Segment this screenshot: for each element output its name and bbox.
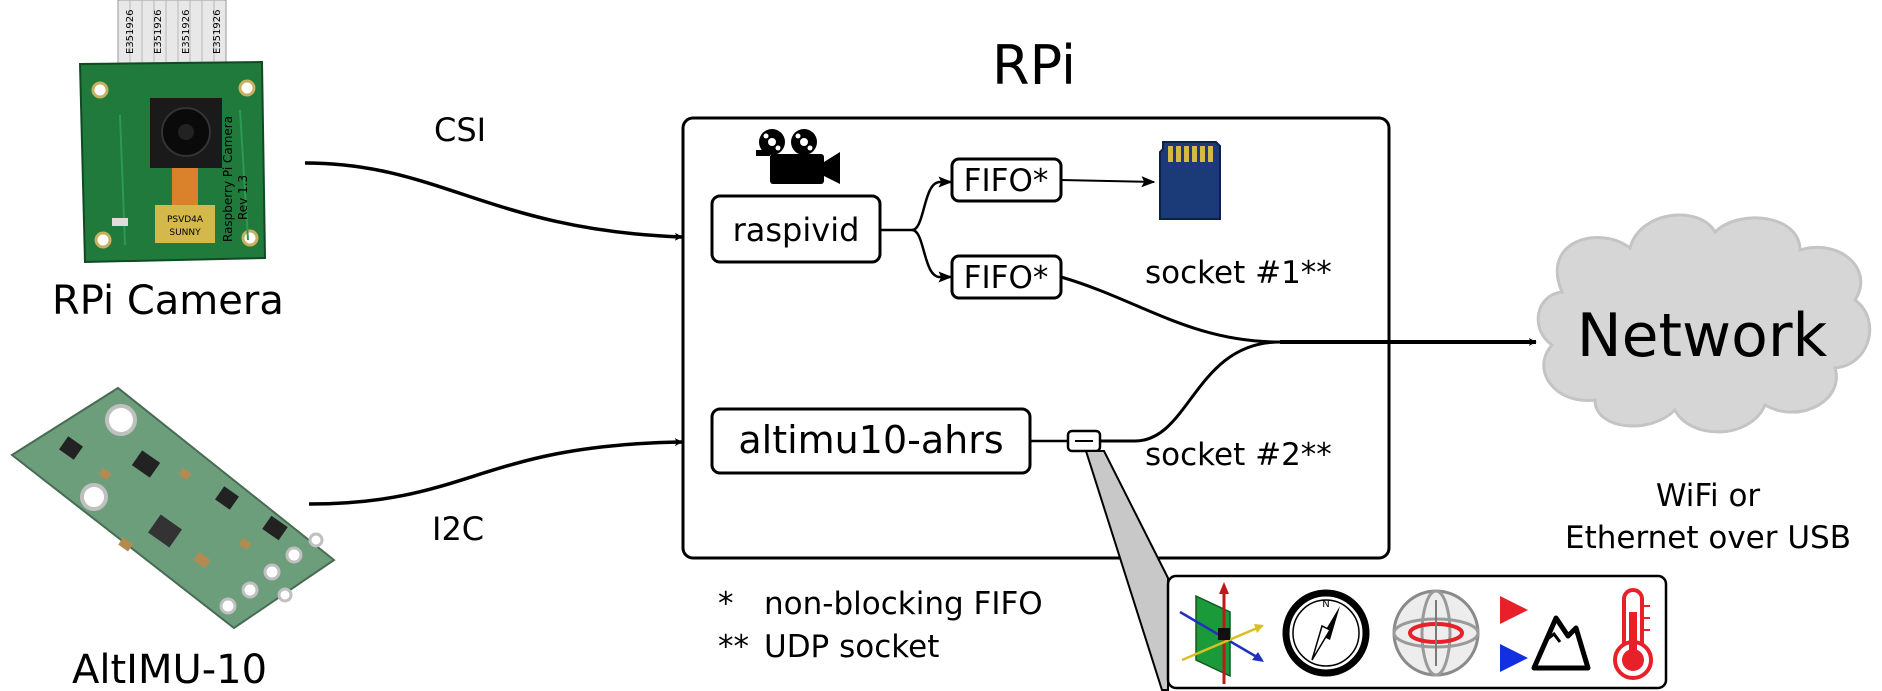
thermometer-icon	[1613, 588, 1653, 680]
svg-text:N: N	[1322, 599, 1329, 610]
csi-label: CSI	[434, 111, 486, 149]
sensor-callout-pointer	[1084, 450, 1169, 691]
axes-orientation-icon	[1179, 582, 1264, 684]
imu-pcb	[10, 386, 336, 630]
cable-marking-1: E351926	[125, 10, 136, 55]
fifo-2-label: FIFO*	[964, 260, 1049, 296]
compass-icon: N	[1282, 589, 1370, 677]
sensor-text-1: PSVD4A	[167, 215, 204, 225]
socket-2-label: socket #2**	[1145, 437, 1332, 473]
rpi-title: RPi	[992, 34, 1076, 97]
altimu-to-network-line	[1100, 340, 1281, 443]
cable-marking-2: E351926	[153, 10, 164, 55]
legend-star-2-text: UDP socket	[764, 629, 939, 665]
network-cloud	[1536, 213, 1872, 434]
rpi-camera-image: E351926 E351926 E351926 E351926 PSVD4A S…	[78, 0, 267, 264]
board-text-1: Raspberry Pi Camera	[221, 116, 235, 242]
csi-link-arrow	[304, 161, 683, 241]
board-text-2: Rev 1.3	[236, 175, 250, 220]
altimu-process-label: altimu10-ahrs	[738, 418, 1003, 462]
raspivid-to-fifo1-arrow	[880, 176, 953, 232]
i2c-label: I2C	[432, 510, 484, 548]
fifo-1-label: FIFO*	[964, 163, 1049, 199]
raspivid-to-fifo2-arrow	[911, 228, 953, 283]
pressure-altitude-icon	[1500, 596, 1591, 672]
legend-star-2-symbol: **	[718, 629, 749, 665]
transport-line-2: Ethernet over USB	[1565, 520, 1851, 556]
cable-marking-4: E351926	[212, 10, 223, 55]
imu-label: AltIMU-10	[72, 647, 267, 691]
movie-camera-icon	[756, 129, 840, 184]
cable-marking-3: E351926	[181, 10, 192, 55]
transport-line-1: WiFi or	[1656, 478, 1761, 514]
sensor-text-2: SUNNY	[169, 228, 201, 238]
rpi-box	[681, 116, 1391, 560]
camera-ribbon-cable: E351926 E351926 E351926 E351926	[117, 0, 227, 65]
legend-star-1-symbol: *	[718, 586, 734, 622]
i2c-link-arrow	[308, 438, 683, 506]
legend-star-1-text: non-blocking FIFO	[764, 586, 1043, 622]
fifo1-to-sd-arrow	[1060, 176, 1156, 188]
gyroscope-icon	[1392, 589, 1480, 677]
network-label: Network	[1577, 301, 1828, 371]
sd-card-icon	[1159, 141, 1221, 220]
camera-label: RPi Camera	[52, 278, 284, 324]
fifo2-to-network-line	[1060, 275, 1281, 344]
altimu-board-image	[10, 386, 336, 630]
socket-1-label: socket #1**	[1145, 255, 1332, 291]
raspivid-label: raspivid	[733, 211, 860, 249]
